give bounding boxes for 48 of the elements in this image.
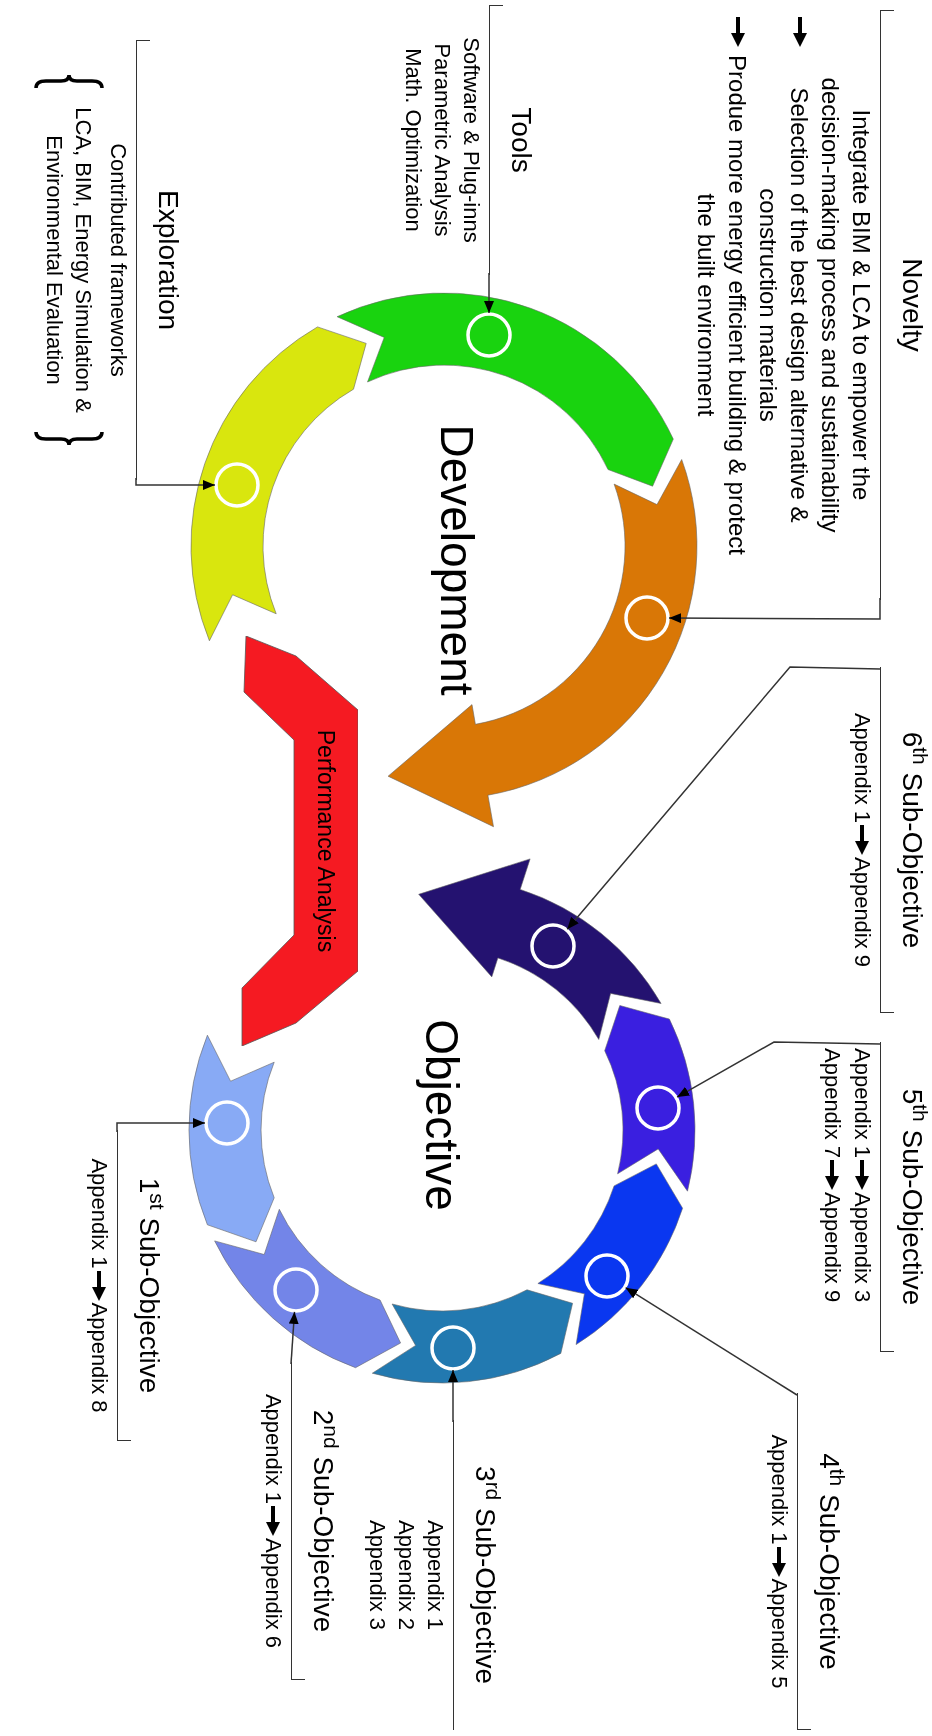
- loop-title: Objective: [416, 1019, 468, 1211]
- circle-marker: [430, 1325, 476, 1371]
- circle-marker: [635, 1085, 681, 1131]
- callout-text: LCA, BIM, Energy Simulation & Environmental Evaluation: [41, 106, 97, 415]
- callout-text: Math. Optimization: [400, 48, 427, 232]
- callout-text: Appendix 3: [364, 1519, 391, 1631]
- leader-line: [288, 1311, 299, 1365]
- appendix-label: Appendix 8: [86, 1302, 113, 1413]
- appendix-label: Appendix 1: [260, 1393, 287, 1504]
- callout-text: Integrate BIM & LCA to empower the decision-making process and sustainability: [816, 76, 876, 535]
- appendix-label: Appendix 1: [86, 1158, 113, 1269]
- leader-line: [676, 1041, 881, 1098]
- callout-text: Produe more energy efficient building & protect the built environment: [692, 55, 752, 555]
- callout-text: Contributed frameworks: [105, 143, 132, 377]
- appendix-label: Appendix 5: [766, 1578, 793, 1689]
- circle-marker: [584, 1253, 630, 1299]
- appendix-label: Appendix 6: [260, 1538, 287, 1649]
- circle-marker: [204, 1100, 250, 1146]
- leader-line: [624, 1286, 798, 1396]
- leader-line: [668, 597, 881, 624]
- callout-text: Selection of the best design alternative & construction materials: [754, 86, 814, 525]
- leader-line: [116, 1118, 206, 1133]
- circle-marker: [214, 462, 260, 508]
- appendix-label: Appendix 1: [849, 712, 876, 823]
- appendix-label: Appendix 1: [849, 1048, 876, 1159]
- callout-text: Software & Plug-inns: [458, 37, 485, 243]
- circle-marker: [530, 923, 576, 969]
- callout-heading: Novelty: [896, 258, 929, 352]
- appendix-label: Appendix 3: [849, 1192, 876, 1303]
- appendix-label: Appendix 7: [819, 1048, 846, 1159]
- leader-line: [566, 666, 881, 930]
- analysis-band: [240, 636, 358, 1046]
- callout-text: Appendix 1: [422, 1519, 449, 1631]
- callout-text: Parametric Analysis: [429, 43, 456, 237]
- leader-line: [448, 1369, 458, 1423]
- appendix-label: Appendix 9: [819, 1192, 846, 1303]
- circle-marker: [466, 312, 512, 358]
- appendix-label: Appendix 1: [766, 1434, 793, 1545]
- callout-heading: Exploration: [152, 189, 185, 331]
- band-label: Performance Analysis: [312, 729, 340, 953]
- loop-title: Development: [431, 424, 483, 696]
- appendix-label: Appendix 9: [849, 857, 876, 968]
- circle-marker: [624, 595, 670, 641]
- circle-marker: [273, 1267, 319, 1313]
- callout-heading: Tools: [505, 107, 538, 173]
- callout-text: Appendix 2: [393, 1519, 420, 1631]
- leader-line: [135, 477, 216, 490]
- leader-line: [484, 272, 494, 314]
